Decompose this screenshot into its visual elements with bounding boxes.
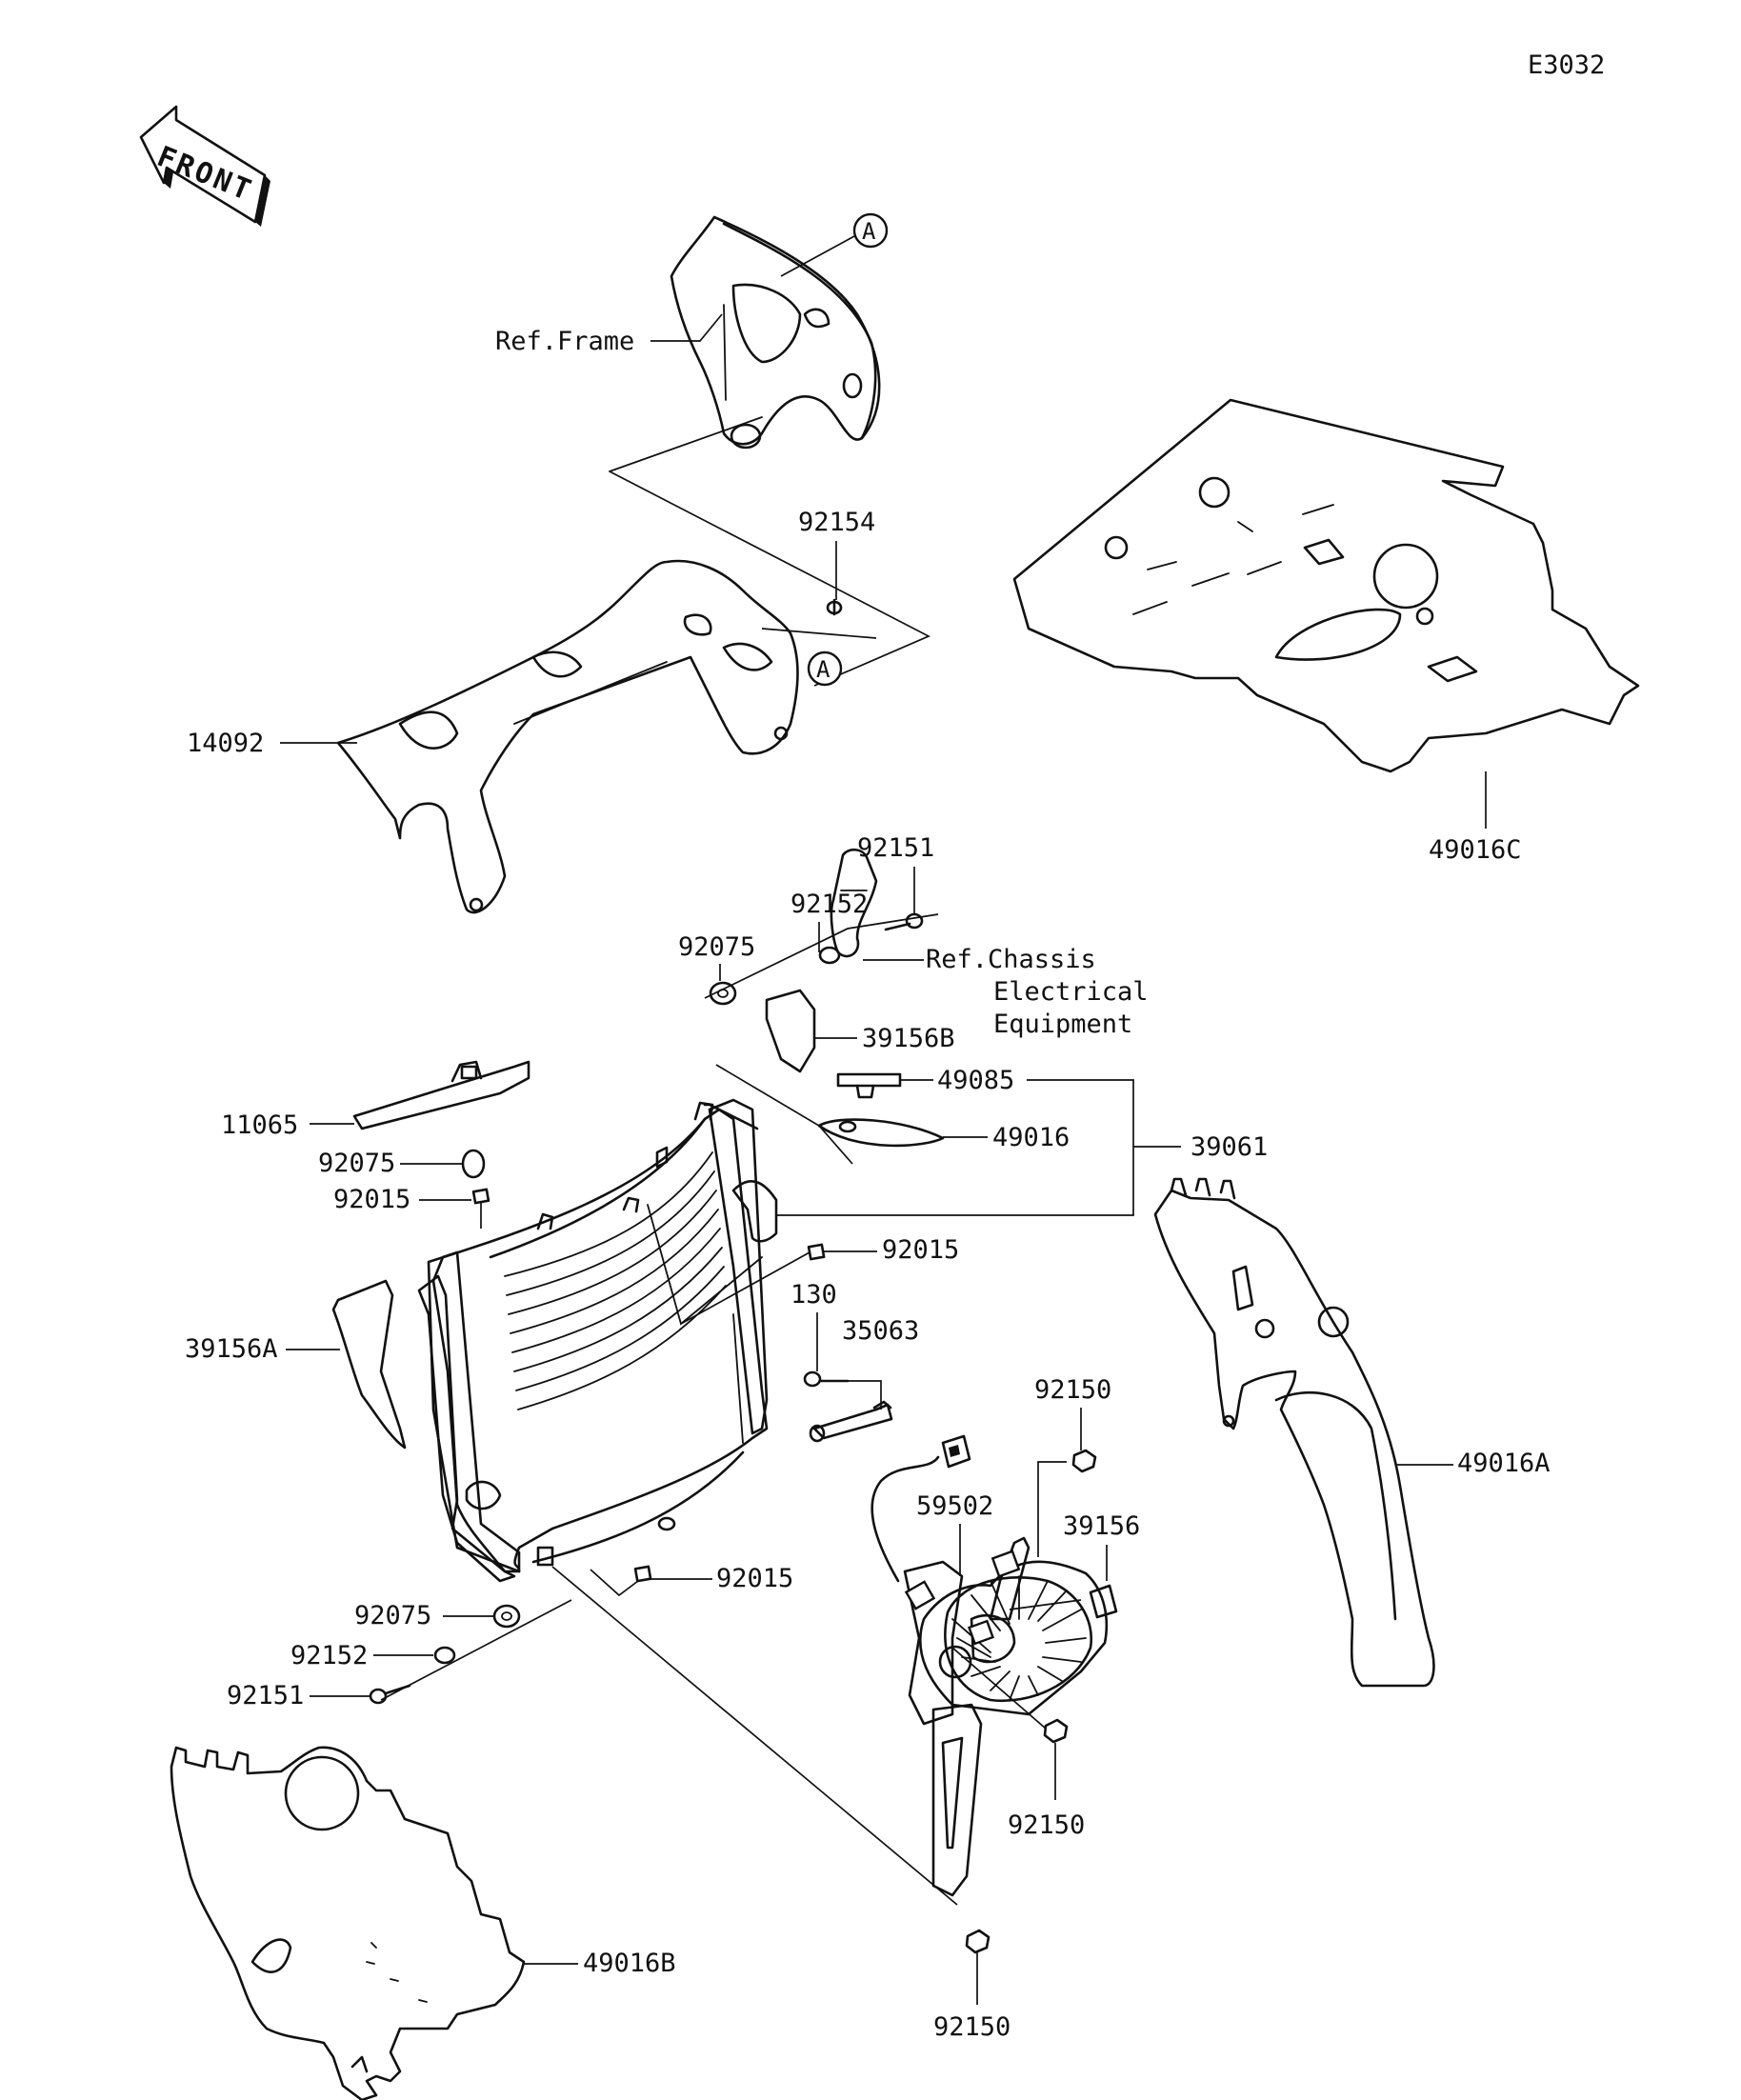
- part-92150-nut-center: [1043, 1718, 1069, 1744]
- label-92151-top: 92151: [857, 833, 934, 863]
- label-92150-center: 92150: [1008, 1810, 1085, 1840]
- part-92015-nut-right: [807, 1243, 826, 1261]
- ref-circle-a-bottom-text: A: [816, 656, 830, 683]
- label-92152-top: 92152: [790, 890, 868, 919]
- frame-reference-part: [609, 215, 881, 472]
- part-35063-hose: [809, 1400, 893, 1443]
- ref-circle-a-bottom: [807, 650, 843, 687]
- front-direction-arrow-icon: FRONT: [139, 105, 270, 227]
- part-49016C-plate: [1012, 398, 1640, 773]
- label-ref-frame: Ref.Frame: [495, 327, 634, 356]
- label-49016A: 49016A: [1457, 1449, 1551, 1478]
- ref-circle-a-top-text: A: [862, 218, 876, 245]
- label-39061: 39061: [1191, 1132, 1268, 1162]
- label-ref-chassis-3: Equipment: [993, 1010, 1132, 1039]
- label-92150-upper: 92150: [1034, 1375, 1111, 1405]
- part-39156-pad: [1089, 1584, 1118, 1619]
- part-49085-cap: [836, 1072, 902, 1099]
- part-49016A-panel: [1153, 1177, 1435, 1688]
- label-11065: 11065: [221, 1110, 298, 1140]
- diagram-code: E3032: [1528, 50, 1605, 80]
- part-92152-washer-top: [818, 946, 841, 965]
- ref-circle-a-top: [852, 212, 889, 249]
- part-11065-plate: [352, 1060, 530, 1130]
- label-59502: 59502: [916, 1491, 993, 1521]
- part-49016-gasket: [817, 1118, 945, 1148]
- part-39156B-guard: [765, 989, 816, 1073]
- part-92154-screw: [826, 598, 843, 616]
- label-35063: 35063: [842, 1316, 919, 1346]
- label-92152-bottom: 92152: [290, 1641, 368, 1670]
- label-39156A: 39156A: [185, 1334, 278, 1364]
- part-92015-nut-left: [471, 1188, 490, 1205]
- label-92154: 92154: [798, 508, 875, 537]
- label-49016C: 49016C: [1429, 835, 1522, 865]
- label-49016B: 49016B: [583, 1949, 676, 1978]
- label-49085: 49085: [937, 1066, 1014, 1095]
- part-92150-nut-upper: [1071, 1449, 1097, 1473]
- label-92151-bottom: 92151: [227, 1681, 304, 1710]
- label-92150-bottom: 92150: [933, 2012, 1011, 2042]
- label-130: 130: [790, 1280, 837, 1310]
- front-arrow-text: FRONT: [152, 140, 258, 209]
- part-39156A-guard: [331, 1279, 407, 1450]
- part-130-bolt: [803, 1370, 850, 1388]
- part-92075-grommet-bottom: [492, 1604, 521, 1629]
- part-92152-washer-bottom: [433, 1646, 456, 1665]
- label-39156: 39156: [1063, 1511, 1140, 1541]
- label-14092: 14092: [187, 729, 264, 758]
- label-92075-bottom: 92075: [354, 1601, 431, 1630]
- part-49016B-panel: [170, 1746, 526, 2100]
- part-92015-nut-bottom: [633, 1565, 652, 1583]
- label-92015-left: 92015: [333, 1185, 410, 1214]
- label-92015-right: 92015: [882, 1235, 959, 1265]
- label-39156B: 39156B: [862, 1024, 955, 1053]
- label-92015-bottom: 92015: [716, 1564, 793, 1593]
- label-ref-chassis-1: Ref.Chassis: [926, 945, 1096, 974]
- part-14092-cover: [336, 559, 799, 914]
- part-92150-nut-bottom: [965, 1929, 991, 1954]
- label-49016: 49016: [992, 1123, 1070, 1152]
- radiator-assembly: [417, 1098, 778, 1583]
- chassis-bracket-reference: [830, 848, 878, 958]
- label-92075-top: 92075: [678, 932, 755, 962]
- part-92075-grommet-mid: [461, 1149, 486, 1179]
- label-ref-chassis-2: Electrical: [993, 977, 1149, 1007]
- part-59502-fan: [870, 1434, 1109, 1897]
- label-92075-mid: 92075: [318, 1149, 395, 1178]
